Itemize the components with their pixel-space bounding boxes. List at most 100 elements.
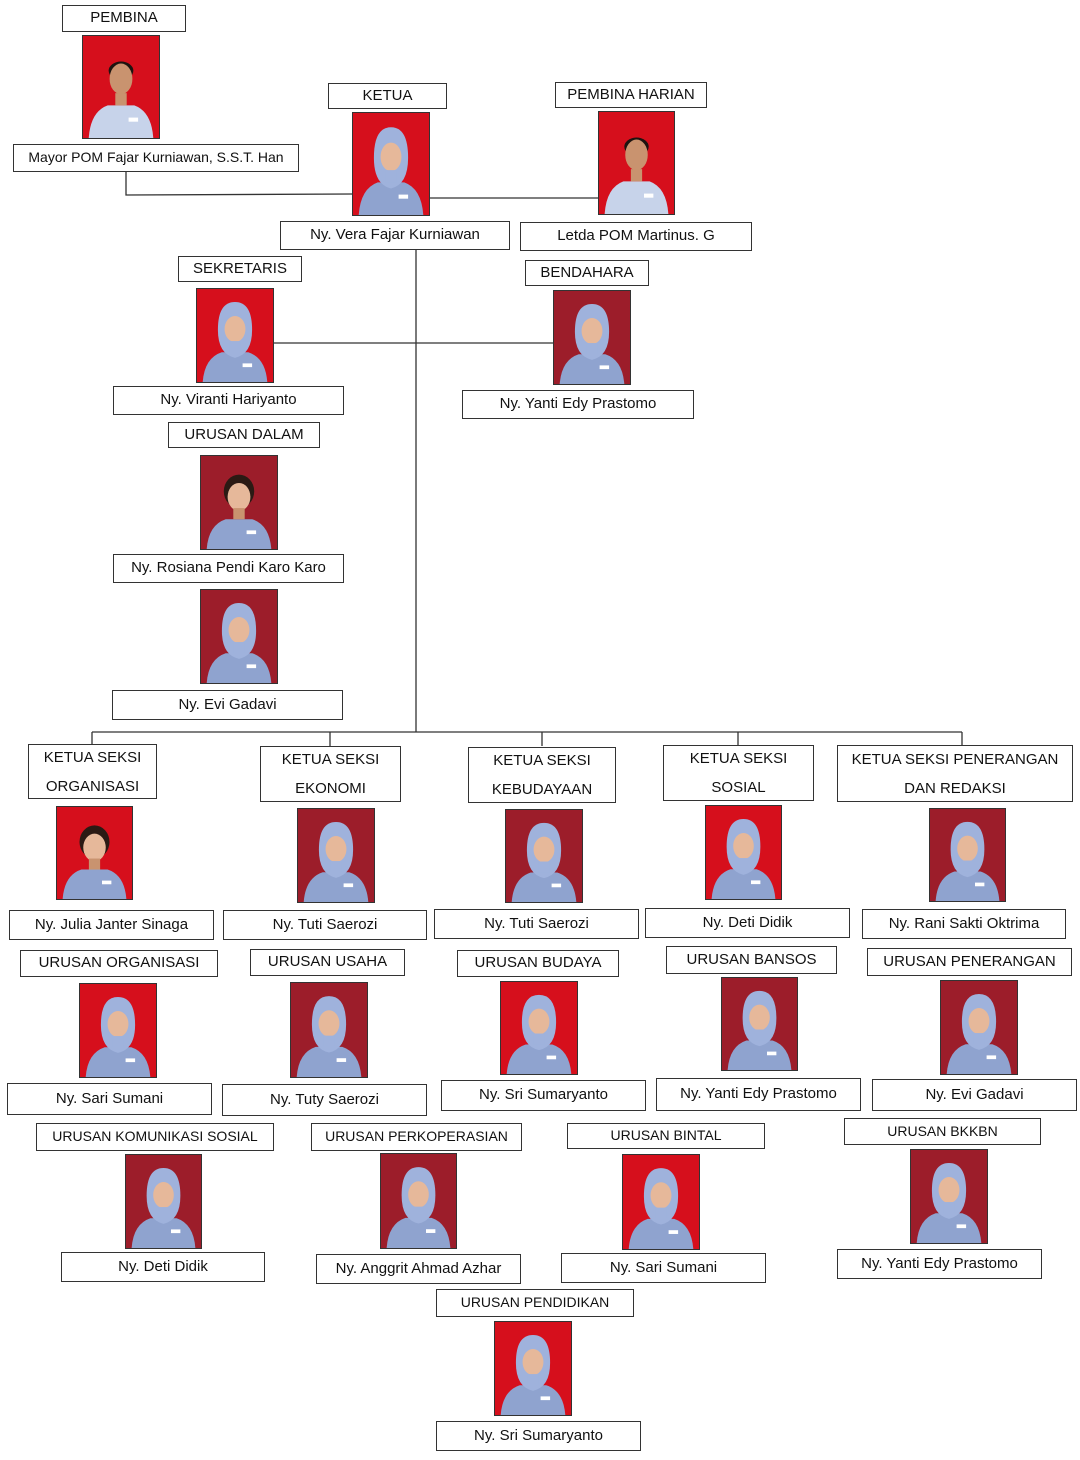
urusan-perkoperasian-title: URUSAN PERKOPERASIAN: [311, 1123, 522, 1151]
sekretaris-name: Ny. Viranti Hariyanto: [113, 386, 344, 415]
urusan-komsos-photo: [125, 1154, 202, 1249]
urusan-budaya-name: Ny. Sri Sumaryanto: [441, 1080, 646, 1111]
portrait-silhouette: [604, 137, 669, 214]
urusan-komsos-name: Ny. Deti Didik: [61, 1252, 265, 1282]
urusan-penerangan-title: URUSAN PENERANGAN: [867, 948, 1072, 976]
seksi-penerangan-title-line2: DAN REDAKSI: [904, 779, 1006, 797]
urusan-organisasi-title: URUSAN ORGANISASI: [20, 950, 218, 977]
seksi-ekonomi-photo: [297, 808, 375, 903]
pembina-photo: [82, 35, 160, 139]
connector-pembina: [125, 171, 353, 196]
portrait-silhouette: [935, 821, 1000, 901]
sekretaris-title: SEKRETARIS: [178, 256, 302, 282]
seksi-sosial-name: Ny. Deti Didik: [645, 908, 850, 938]
portrait-silhouette: [206, 603, 272, 683]
urusan-perkoperasian-name: Ny. Anggrit Ahmad Azhar: [316, 1254, 521, 1284]
portrait-silhouette: [62, 825, 127, 899]
portrait-silhouette: [88, 61, 154, 138]
seksi-organisasi-name: Ny. Julia Janter Sinaga: [9, 910, 214, 940]
seksi-ekonomi-title-line2: EKONOMI: [295, 780, 366, 797]
pembina-name: Mayor POM Fajar Kurniawan, S.S.T. Han: [13, 144, 299, 172]
pembina-title: PEMBINA: [62, 5, 186, 32]
sekretaris-photo: [196, 288, 274, 383]
seksi-organisasi-title-line1: KETUA SEKSI: [43, 748, 142, 766]
urusan-bansos-name: Ny. Yanti Edy Prastomo: [656, 1078, 861, 1111]
bendahara-title: BENDAHARA: [525, 260, 649, 286]
ketua-photo: [352, 112, 430, 216]
pembina-harian-name: Letda POM Martinus. G: [520, 222, 752, 251]
urusan-bintal-photo: [622, 1154, 700, 1250]
seksi-kebudayaan-name: Ny. Tuti Saerozi: [434, 909, 639, 939]
urusan-budaya-photo: [500, 981, 578, 1075]
urusan-usaha-name: Ny. Tuty Saerozi: [222, 1084, 427, 1116]
ketua-name: Ny. Vera Fajar Kurniawan: [280, 221, 510, 250]
urusan-bkkbn-photo: [910, 1149, 988, 1244]
seksi-sosial-title-line1: KETUA SEKSI: [689, 750, 788, 767]
urusan-dalam-name-2: Ny. Evi Gadavi: [112, 690, 343, 720]
portrait-silhouette: [711, 819, 776, 899]
seksi-kebudayaan-title-line2: KEBUDAYAAN: [491, 781, 593, 798]
urusan-organisasi-photo: [79, 983, 157, 1078]
seksi-penerangan-photo: [929, 808, 1006, 902]
urusan-penerangan-name: Ny. Evi Gadavi: [872, 1079, 1077, 1111]
portrait-silhouette: [85, 997, 151, 1077]
portrait-silhouette: [386, 1167, 451, 1248]
portrait-silhouette: [296, 996, 362, 1077]
portrait-silhouette: [628, 1168, 694, 1249]
portrait-silhouette: [559, 304, 625, 384]
seksi-sosial-title: KETUA SEKSI SOSIAL: [663, 745, 814, 801]
portrait-silhouette: [916, 1163, 982, 1243]
portrait-silhouette: [131, 1168, 196, 1248]
urusan-bansos-photo: [721, 977, 798, 1071]
urusan-bintal-name: Ny. Sari Sumani: [561, 1253, 766, 1283]
seksi-ekonomi-name: Ny. Tuti Saerozi: [223, 910, 427, 940]
urusan-organisasi-name: Ny. Sari Sumani: [7, 1083, 212, 1115]
pembina-harian-title: PEMBINA HARIAN: [555, 82, 707, 108]
portrait-silhouette: [303, 822, 369, 902]
urusan-perkoperasian-photo: [380, 1153, 457, 1249]
seksi-kebudayaan-photo: [505, 809, 583, 903]
portrait-silhouette: [946, 994, 1012, 1074]
seksi-sosial-photo: [705, 805, 782, 900]
urusan-dalam-name-1: Ny. Rosiana Pendi Karo Karo: [113, 554, 344, 583]
urusan-pendidikan-photo: [494, 1321, 572, 1416]
urusan-pendidikan-name: Ny. Sri Sumaryanto: [436, 1421, 641, 1451]
urusan-penerangan-photo: [940, 980, 1018, 1075]
urusan-usaha-photo: [290, 982, 368, 1078]
portrait-silhouette: [511, 822, 577, 902]
urusan-bkkbn-title: URUSAN BKKBN: [844, 1118, 1041, 1145]
seksi-ekonomi-title: KETUA SEKSI EKONOMI: [260, 746, 401, 802]
urusan-usaha-title: URUSAN USAHA: [250, 949, 405, 976]
seksi-organisasi-photo: [56, 806, 133, 900]
portrait-silhouette: [202, 302, 268, 382]
urusan-bintal-title: URUSAN BINTAL: [567, 1123, 765, 1149]
urusan-dalam-photo-1: [200, 455, 278, 550]
urusan-pendidikan-title: URUSAN PENDIDIKAN: [436, 1289, 634, 1317]
urusan-budaya-title: URUSAN BUDAYA: [457, 950, 619, 977]
portrait-silhouette: [506, 994, 572, 1074]
portrait-silhouette: [500, 1335, 566, 1415]
ketua-title: KETUA: [328, 83, 447, 109]
seksi-organisasi-title: KETUA SEKSI ORGANISASI: [28, 744, 157, 799]
portrait-silhouette: [727, 990, 792, 1070]
urusan-bansos-title: URUSAN BANSOS: [666, 946, 837, 974]
seksi-organisasi-title-line2: ORGANISASI: [45, 777, 140, 795]
bendahara-photo: [553, 290, 631, 385]
urusan-dalam-photo-2: [200, 589, 278, 684]
seksi-ekonomi-title-line1: KETUA SEKSI: [281, 751, 380, 768]
urusan-bkkbn-name: Ny. Yanti Edy Prastomo: [837, 1249, 1042, 1279]
urusan-komsos-title: URUSAN KOMUNIKASI SOSIAL: [36, 1123, 274, 1151]
seksi-penerangan-title-line1: KETUA SEKSI PENERANGAN: [851, 750, 1059, 768]
seksi-kebudayaan-title: KETUA SEKSI KEBUDAYAAN: [468, 747, 616, 803]
urusan-dalam-title: URUSAN DALAM: [168, 422, 320, 448]
bendahara-name: Ny. Yanti Edy Prastomo: [462, 390, 694, 419]
seksi-kebudayaan-title-line1: KETUA SEKSI: [493, 752, 591, 769]
seksi-sosial-title-line2: SOSIAL: [711, 779, 766, 796]
portrait-silhouette: [358, 127, 424, 215]
pembina-harian-photo: [598, 111, 675, 215]
seksi-penerangan-name: Ny. Rani Sakti Oktrima: [862, 909, 1066, 939]
seksi-penerangan-title: KETUA SEKSI PENERANGAN DAN REDAKSI: [837, 745, 1073, 802]
portrait-silhouette: [206, 474, 272, 549]
